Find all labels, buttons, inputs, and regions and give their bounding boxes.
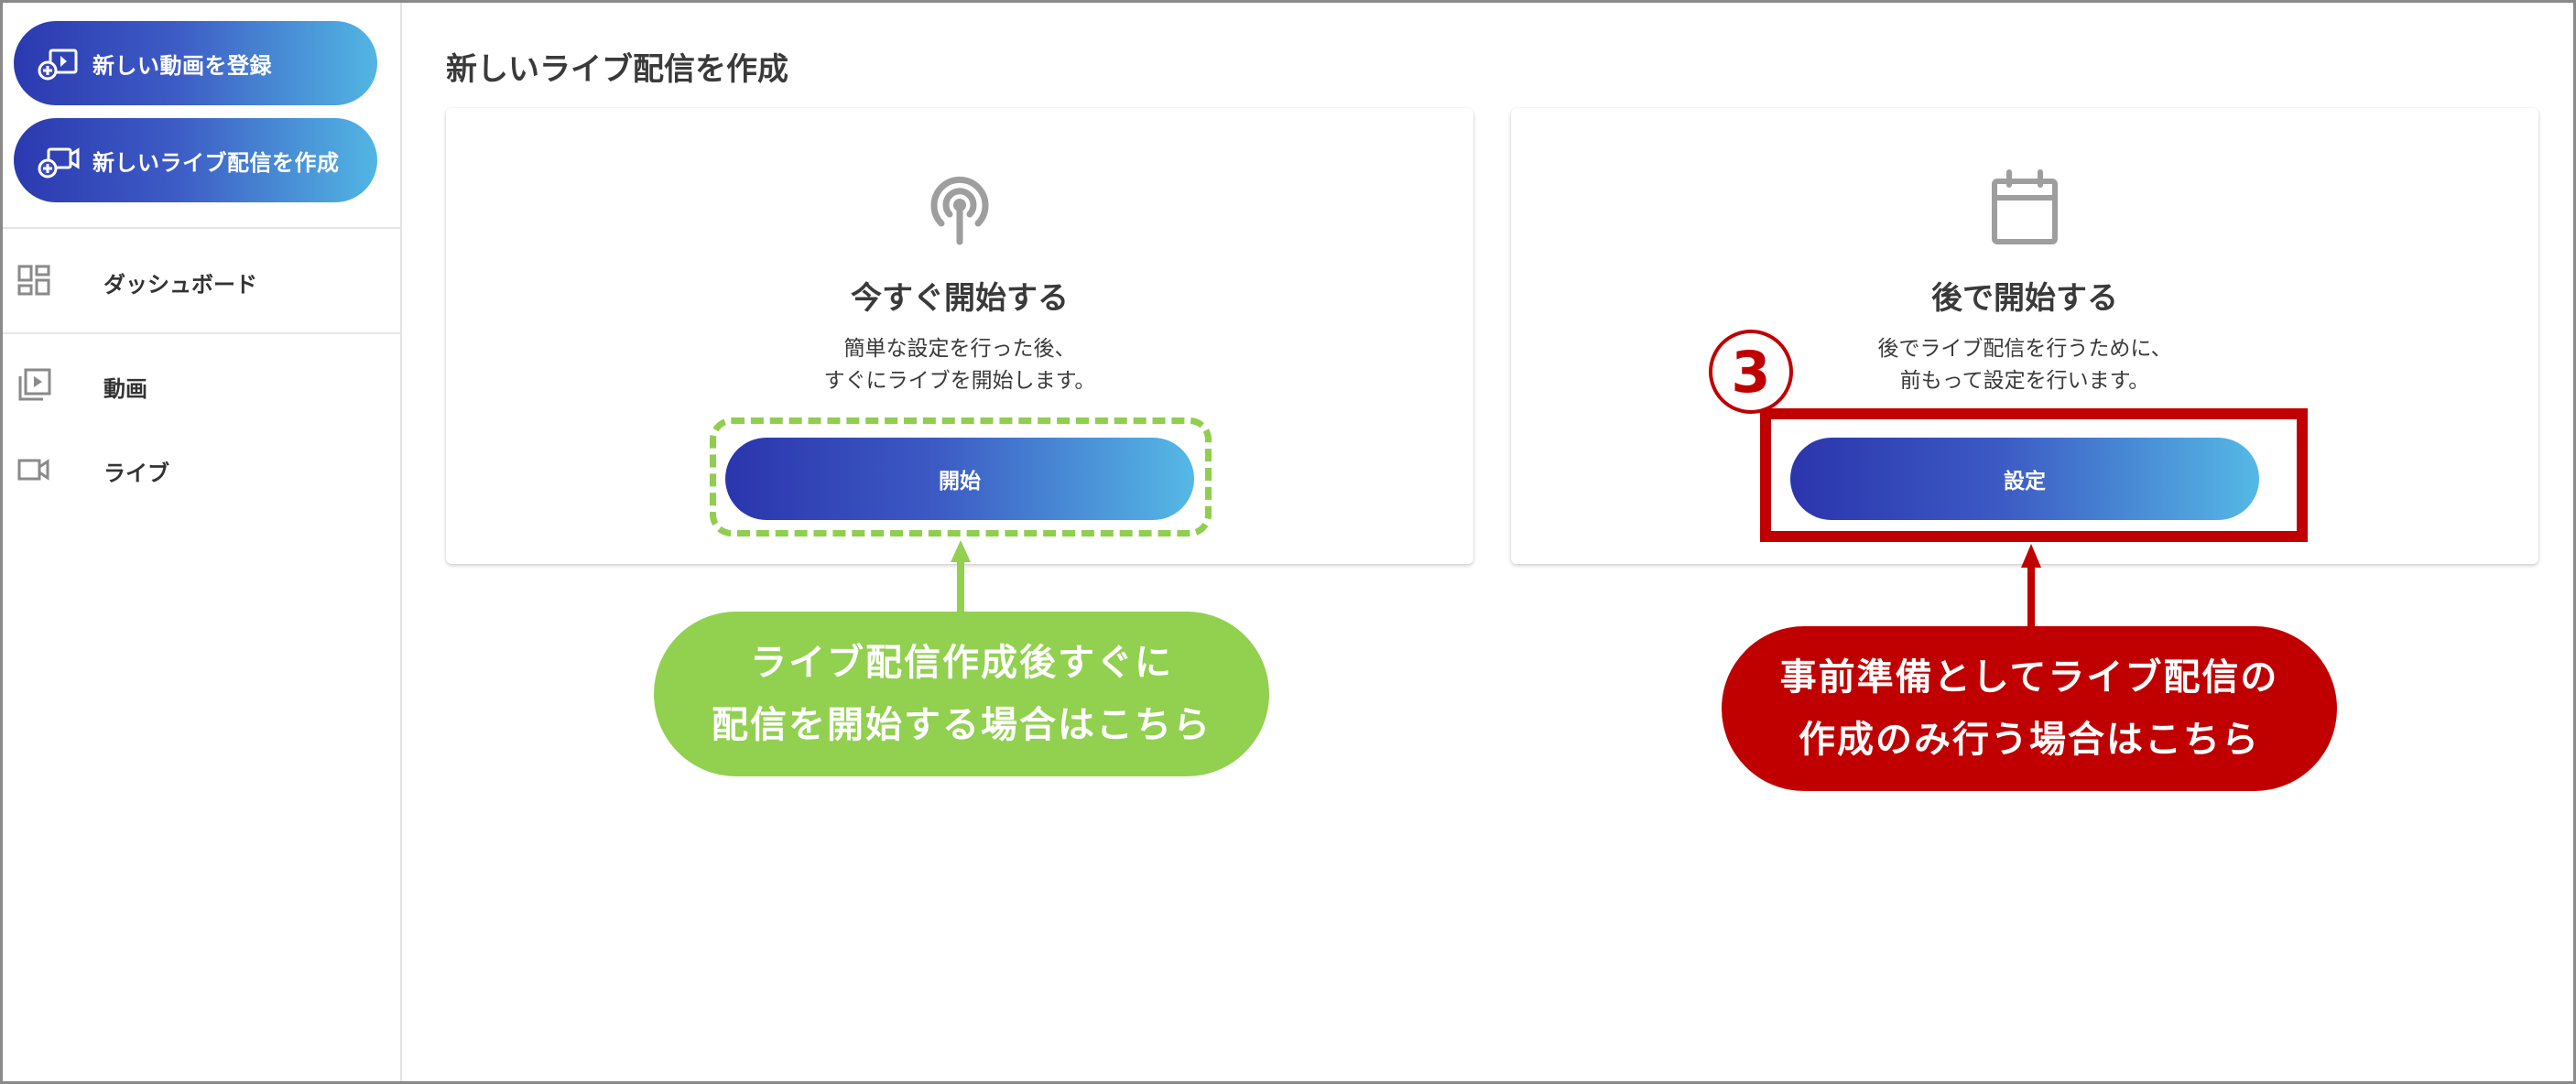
- red-callout-line: 事前準備としてライブ配信の: [1779, 656, 2279, 699]
- card-title: 今すぐ開始する: [851, 280, 1069, 317]
- sidebar-item-live[interactable]: ライブ: [3, 439, 402, 503]
- new-video-label: 新しい動画を登録: [92, 52, 272, 79]
- green-callout-line: ライブ配信作成後すぐに: [750, 642, 1173, 684]
- dashboard-icon: [17, 265, 50, 296]
- red-callout: 事前準備としてライブ配信の 作成のみ行う場合はこちら: [1722, 626, 2337, 791]
- start-later-card: 後で開始する 後でライブ配信を行うために、 前もって設定を行います。 設定: [1511, 108, 2538, 564]
- start-now-card: 今すぐ開始する 簡単な設定を行った後、 すぐにライブを開始します。 開始: [446, 108, 1473, 564]
- card-description: 後でライブ配信を行うために、 前もって設定を行います。: [1511, 333, 2538, 397]
- card-description-line: 簡単な設定を行った後、: [843, 337, 1076, 361]
- add-live-icon: [38, 147, 80, 179]
- new-live-label: 新しいライブ配信を作成: [92, 149, 340, 176]
- settings-button[interactable]: 設定: [1790, 438, 2259, 520]
- green-arrow-icon: [951, 540, 971, 615]
- video-library-icon: [18, 368, 51, 401]
- sidebar-item-label: 動画: [103, 375, 147, 402]
- sidebar-item-dashboard[interactable]: ダッシュボード: [3, 250, 402, 314]
- camera-icon: [17, 459, 49, 481]
- card-description-line: すぐにライブを開始します。: [823, 369, 1096, 393]
- calendar-icon: [1992, 169, 2058, 244]
- new-live-button[interactable]: 新しいライブ配信を作成: [14, 118, 377, 202]
- broadcast-icon: [930, 176, 989, 245]
- sidebar: 新しい動画を登録 新しいライブ配信を作成 ダッシュボード: [3, 3, 402, 1081]
- card-description-line: 後でライブ配信を行うために、: [1877, 337, 2172, 361]
- add-video-icon: [38, 49, 78, 81]
- green-dashed-highlight: [710, 417, 1212, 537]
- card-description: 簡単な設定を行った後、 すぐにライブを開始します。: [446, 333, 1473, 397]
- start-button[interactable]: 開始: [725, 438, 1194, 520]
- green-callout-line: 配信を開始する場合はこちら: [712, 704, 1212, 746]
- step-number-badge: 3: [1709, 330, 1793, 414]
- sidebar-item-video[interactable]: 動画: [3, 354, 402, 418]
- sidebar-item-label: ダッシュボード: [103, 271, 257, 298]
- card-title: 後で開始する: [1931, 280, 2118, 317]
- page-title: 新しいライブ配信を作成: [446, 51, 788, 88]
- sidebar-divider: [3, 227, 402, 229]
- sidebar-item-label: ライブ: [103, 460, 169, 486]
- red-arrow-icon: [2021, 544, 2041, 628]
- new-video-button[interactable]: 新しい動画を登録: [14, 21, 377, 105]
- card-description-line: 前もって設定を行います。: [1899, 369, 2150, 393]
- green-callout: ライブ配信作成後すぐに 配信を開始する場合はこちら: [654, 612, 1269, 776]
- sidebar-divider: [3, 332, 402, 334]
- red-highlight-box: [1760, 408, 2308, 542]
- red-callout-line: 作成のみ行う場合はこちら: [1799, 719, 2260, 761]
